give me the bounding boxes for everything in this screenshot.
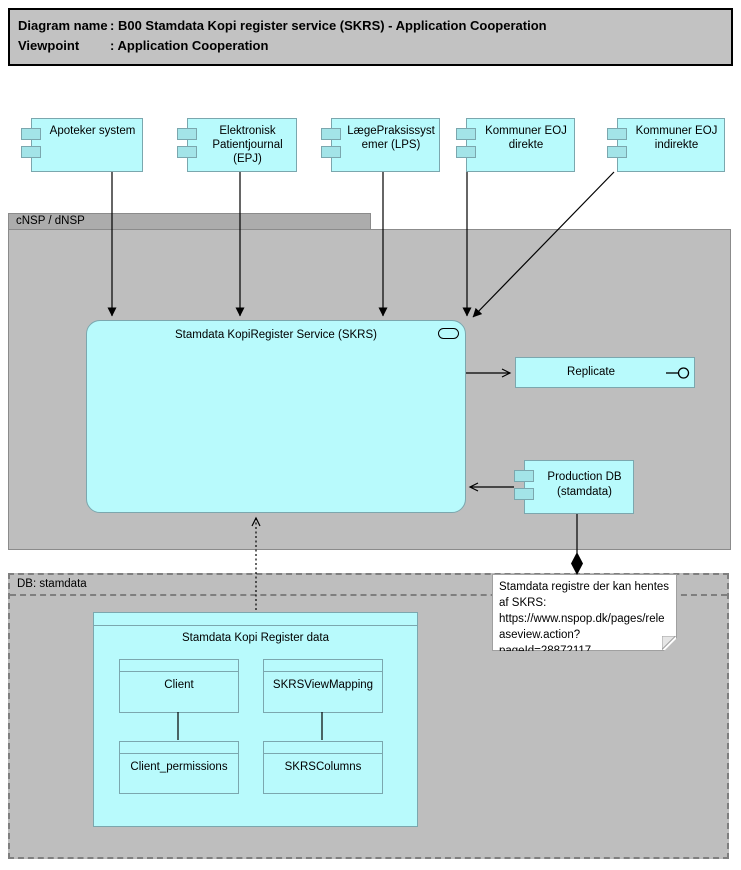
component-tab-icon [21,128,41,140]
component-label: LægePraksissystemer (LPS) [347,125,435,151]
data-object-band [264,660,382,672]
data-object-title: Stamdata Kopi Register data [181,632,330,644]
component-tab-icon [514,470,534,482]
data-object-label: Client [164,679,194,691]
component-label: Elektronisk Patientjournal (EPJ) [212,125,283,165]
data-object-band [120,742,238,754]
data-object-client[interactable]: Client [119,659,239,713]
component-tab-icon [607,146,627,158]
component-production-db[interactable]: Production DB (stamdata) [514,460,634,514]
component-elektronisk-patientjournal[interactable]: Elektronisk Patientjournal (EPJ) [177,118,297,172]
component-apoteker-system[interactable]: Apoteker system [21,118,143,172]
diagram-name-value: B00 Stamdata Kopi register service (SKRS… [117,18,547,33]
component-tab-icon [456,128,476,140]
lollipop-interface-icon [666,367,690,379]
component-tab-icon [456,146,476,158]
interface-replicate-label: Replicate [567,366,615,378]
component-kommuner-eoj-indirekte[interactable]: Kommuner EOJ indirekte [607,118,725,172]
note-stamdata-registre[interactable]: Stamdata registre der kan hentes af SKRS… [492,574,677,651]
note-text: Stamdata registre der kan hentes af SKRS… [499,581,670,641]
group-cnsp-dnsp-tab[interactable]: cNSP / dNSP [8,213,371,230]
data-object-band [120,660,238,672]
note-fold-icon [662,636,676,650]
group-db-stamdata-label: DB: stamdata [17,578,87,590]
data-object-stamdata-kopi-register-data[interactable]: Stamdata Kopi Register data Client SKRSV… [93,612,418,827]
component-kommuner-eoj-direkte[interactable]: Kommuner EOJ direkte [456,118,575,172]
diagram-name-row: Diagram name: B00 Stamdata Kopi register… [18,16,723,36]
viewpoint-value: Application Cooperation [117,38,269,53]
application-service-icon [438,328,459,339]
component-label: Kommuner EOJ indirekte [635,125,718,151]
component-tab-icon [21,146,41,158]
service-skrs[interactable]: Stamdata KopiRegister Service (SKRS) [86,320,466,513]
data-object-band [264,742,382,754]
data-object-label: SKRSViewMapping [272,679,374,691]
service-skrs-label: Stamdata KopiRegister Service (SKRS) [175,329,377,341]
group-db-stamdata-header: DB: stamdata [10,575,727,596]
diagram-name-label: Diagram name [18,18,108,33]
component-laegepraksissystemer[interactable]: LægePraksissystemer (LPS) [321,118,440,172]
component-tab-icon [177,146,197,158]
viewpoint-label: Viewpoint [18,38,80,53]
component-label: Apoteker system [49,125,136,137]
group-cnsp-dnsp-label: cNSP / dNSP [16,215,85,227]
component-tab-icon [321,146,341,158]
data-object-client-permissions[interactable]: Client_permissions [119,741,239,794]
data-object-skrsviewmapping[interactable]: SKRSViewMapping [263,659,383,713]
composition-diamond-icon [571,552,583,575]
viewpoint-row: Viewpoint: Application Cooperation [18,36,723,56]
diagram-title-block: Diagram name: B00 Stamdata Kopi register… [8,8,733,66]
component-tab-icon [321,128,341,140]
component-tab-icon [177,128,197,140]
component-label: Kommuner EOJ direkte [485,125,567,151]
data-object-band [94,613,417,626]
component-tab-icon [607,128,627,140]
interface-replicate[interactable]: Replicate [515,357,695,388]
separator: : [110,38,115,53]
data-object-label: SKRSColumns [284,761,362,773]
separator: : [110,18,115,33]
component-tab-icon [514,488,534,500]
data-object-label: Client_permissions [130,761,228,773]
data-object-skrscolumns[interactable]: SKRSColumns [263,741,383,794]
component-label: Production DB (stamdata) [547,471,622,498]
